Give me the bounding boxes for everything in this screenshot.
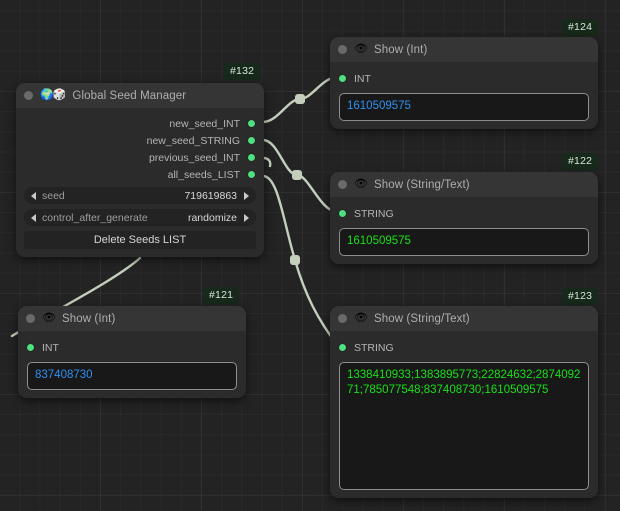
- widget-label: seed: [42, 189, 65, 202]
- port-label: STRING: [354, 341, 394, 354]
- node-body: new_seed_INT new_seed_STRING previous_se…: [16, 109, 264, 257]
- node-show-string-122[interactable]: 👁 Show (String/Text) STRING 1610509575: [330, 172, 598, 264]
- node-show-int-124[interactable]: 👁 Show (Int) INT 1610509575: [330, 37, 598, 129]
- node-id-badge-123: #123: [562, 288, 599, 305]
- collapse-icon[interactable]: [338, 45, 347, 54]
- node-id-badge-132: #132: [224, 63, 261, 80]
- node-id-badge-122: #122: [562, 153, 599, 170]
- node-show-string-123[interactable]: 👁 Show (String/Text) STRING 1338410933;1…: [330, 306, 598, 498]
- collapse-icon[interactable]: [26, 314, 35, 323]
- collapse-icon[interactable]: [338, 180, 347, 189]
- eye-icon: 👁: [354, 312, 368, 324]
- port-dot-icon[interactable]: [248, 137, 255, 144]
- widget-seed[interactable]: seed 719619863: [24, 187, 256, 204]
- widget-control-after-generate[interactable]: control_after_generate randomize: [24, 209, 256, 226]
- input-port-int[interactable]: INT: [330, 69, 598, 88]
- port-label: STRING: [354, 207, 394, 220]
- chevron-right-icon[interactable]: [244, 213, 249, 222]
- node-id-badge-121: #121: [203, 287, 240, 304]
- port-dot-icon[interactable]: [248, 154, 255, 161]
- eye-icon: 👁: [42, 312, 56, 324]
- output-port-new-seed-string[interactable]: new_seed_STRING: [16, 132, 264, 149]
- node-id-badge-124: #124: [562, 19, 599, 36]
- port-label: all_seeds_LIST: [167, 168, 240, 181]
- input-port-int[interactable]: INT: [18, 338, 246, 357]
- input-port-string[interactable]: STRING: [330, 338, 598, 357]
- port-dot-icon[interactable]: [248, 171, 255, 178]
- node-title: Show (String/Text): [373, 312, 470, 325]
- chevron-left-icon[interactable]: [31, 191, 36, 200]
- delete-seeds-list-button[interactable]: Delete Seeds LIST: [24, 231, 256, 249]
- widget-group: seed 719619863 control_after_generate ra…: [16, 183, 264, 249]
- value-display-int[interactable]: 1610509575: [339, 93, 589, 121]
- collapse-icon[interactable]: [24, 91, 33, 100]
- node-body: STRING 1338410933;1383895773;22824632;28…: [330, 332, 598, 498]
- output-port-new-seed-int[interactable]: new_seed_INT: [16, 115, 264, 132]
- widget-value[interactable]: randomize: [187, 211, 237, 224]
- output-port-all-seeds-list[interactable]: all_seeds_LIST: [16, 166, 264, 183]
- node-global-seed-manager[interactable]: 🌍🎲 Global Seed Manager new_seed_INT new_…: [16, 83, 264, 257]
- node-body: STRING 1610509575: [330, 198, 598, 264]
- port-label: previous_seed_INT: [148, 151, 240, 164]
- port-dot-icon[interactable]: [339, 210, 346, 217]
- eye-icon: 👁: [354, 43, 368, 55]
- input-port-string[interactable]: STRING: [330, 204, 598, 223]
- chevron-left-icon[interactable]: [31, 213, 36, 222]
- node-title: Global Seed Manager: [72, 89, 187, 102]
- node-body: INT 837408730: [18, 332, 246, 398]
- port-label: INT: [42, 341, 59, 354]
- node-header[interactable]: 👁 Show (Int): [18, 306, 246, 332]
- port-dot-icon[interactable]: [248, 120, 255, 127]
- widget-value[interactable]: 719619863: [184, 189, 237, 202]
- node-body: INT 1610509575: [330, 63, 598, 129]
- value-display-int[interactable]: 837408730: [27, 362, 237, 390]
- node-header[interactable]: 👁 Show (String/Text): [330, 306, 598, 332]
- value-display-string[interactable]: 1610509575: [339, 228, 589, 256]
- port-dot-icon[interactable]: [339, 75, 346, 82]
- widget-label: control_after_generate: [42, 211, 148, 224]
- port-label: new_seed_INT: [169, 117, 240, 130]
- node-title: Show (String/Text): [373, 178, 470, 191]
- collapse-icon[interactable]: [338, 314, 347, 323]
- node-title: Show (Int): [61, 312, 116, 325]
- output-port-previous-seed-int[interactable]: previous_seed_INT: [16, 149, 264, 166]
- port-dot-icon[interactable]: [27, 344, 34, 351]
- node-header[interactable]: 👁 Show (String/Text): [330, 172, 598, 198]
- port-label: new_seed_STRING: [146, 134, 240, 147]
- globe-dice-icon: 🌍🎲: [40, 89, 66, 101]
- eye-icon: 👁: [354, 178, 368, 190]
- node-title: Show (Int): [373, 43, 428, 56]
- node-header[interactable]: 🌍🎲 Global Seed Manager: [16, 83, 264, 109]
- node-show-int-121[interactable]: 👁 Show (Int) INT 837408730: [18, 306, 246, 398]
- chevron-right-icon[interactable]: [244, 191, 249, 200]
- value-display-string-list[interactable]: 1338410933;1383895773;22824632;287409271…: [339, 362, 589, 490]
- port-dot-icon[interactable]: [339, 344, 346, 351]
- port-label: INT: [354, 72, 371, 85]
- node-header[interactable]: 👁 Show (Int): [330, 37, 598, 63]
